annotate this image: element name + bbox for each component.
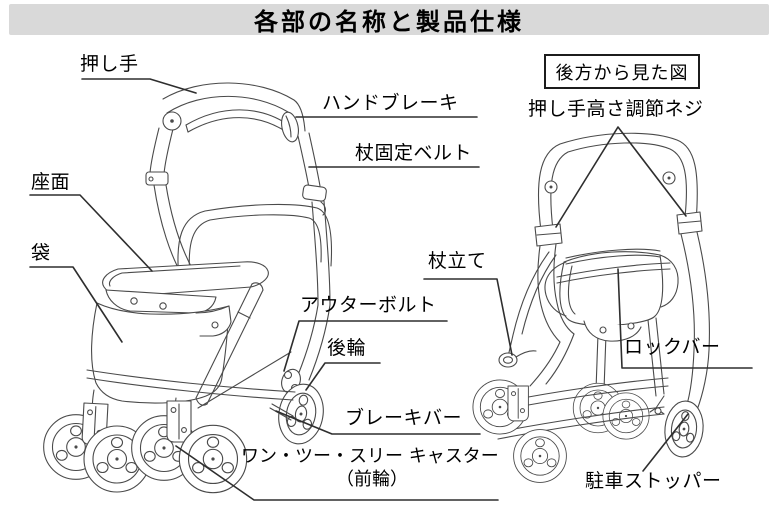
- rear-wheel: [278, 383, 324, 445]
- left-handle-post: [145, 127, 194, 276]
- leader-lines: [29, 78, 753, 501]
- folded-seat-basket: [544, 248, 679, 342]
- label-front-caster-line2: （前輪）: [336, 468, 408, 490]
- backrest: [177, 203, 332, 280]
- leader-seat: [29, 194, 153, 272]
- label-cane-belt: 杖固定ベルト: [355, 142, 473, 164]
- label-hand-brake: ハンドブレーキ: [322, 92, 459, 114]
- label-front-caster: ワン・ツー・スリー キャスター （前輪）: [241, 446, 503, 491]
- brake-bar-rod: [271, 403, 294, 417]
- leader-front-caster: [175, 445, 499, 501]
- label-front-caster-line1: ワン・ツー・スリー キャスター: [241, 446, 499, 467]
- push-handle: [162, 82, 306, 143]
- right-handle-post: [297, 132, 327, 216]
- rear-view-rear-wheel: [649, 395, 704, 458]
- label-height-screw: 押し手高さ調節ネジ: [528, 98, 704, 120]
- leader-brake-bar: [275, 410, 481, 435]
- leader-push-handle: [81, 78, 197, 94]
- label-seat: 座面: [31, 171, 71, 193]
- label-lock-bar: ロックバー: [624, 336, 721, 358]
- label-outer-bolt: アウターボルト: [300, 294, 437, 316]
- label-push-handle: 押し手: [80, 53, 139, 75]
- rear-leg-and-wheel: [269, 200, 331, 445]
- lower-frame: [86, 282, 296, 413]
- leader-lock-bar: [617, 268, 753, 369]
- label-brake-bar: ブレーキバー: [345, 407, 463, 429]
- leader-outer-bolt: [283, 320, 448, 372]
- leader-rear-wheel: [305, 362, 381, 391]
- rear-handle-arch: [534, 132, 703, 247]
- front-caster-right: [131, 400, 248, 494]
- label-rear-wheel: 後輪: [327, 337, 367, 359]
- lock-bar: [556, 262, 671, 278]
- rear-view-front-caster: [472, 333, 575, 483]
- far-legs-wheels: [572, 317, 665, 440]
- cane-stand: [498, 251, 557, 368]
- walker-rear-view-illustration: [472, 132, 710, 483]
- leader-cane-stand: [423, 278, 513, 356]
- bag: [91, 302, 232, 404]
- walker-side-view-illustration: [43, 82, 332, 494]
- cane-belt: [302, 184, 327, 202]
- leader-height-screw: [555, 126, 687, 228]
- seat: [102, 261, 269, 314]
- rear-view-caption-box: 後方から見た図: [544, 54, 700, 89]
- label-parking-stopper: 駐車ストッパー: [585, 470, 722, 492]
- title-bar: 各部の名称と製品仕様: [9, 4, 769, 36]
- leader-parking-stopper: [642, 413, 689, 472]
- label-cane-stand: 杖立て: [428, 250, 487, 272]
- label-bag: 袋: [31, 242, 51, 264]
- leader-bag: [29, 266, 123, 343]
- rear-posts: [537, 231, 710, 411]
- hand-brake-lever: [185, 109, 288, 126]
